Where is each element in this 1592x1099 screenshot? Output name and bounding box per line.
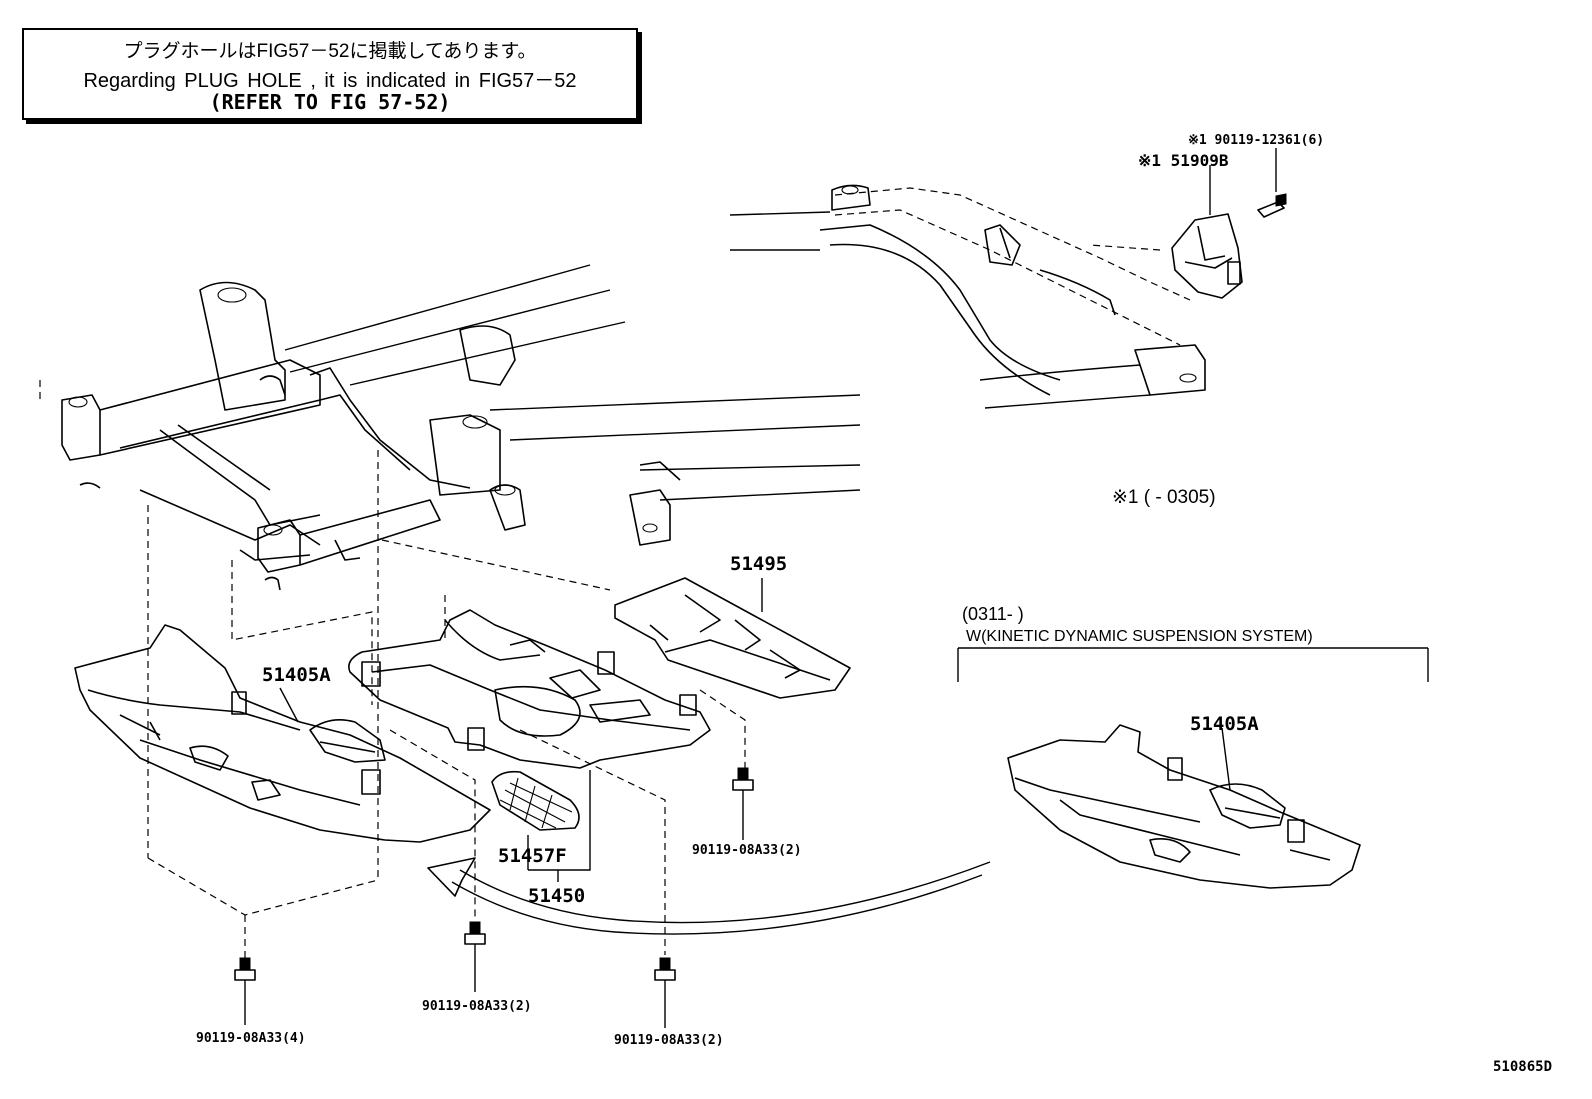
left-main-frame	[61, 264, 861, 591]
variant-range: (0311- )	[962, 604, 1024, 624]
part-51450	[348, 609, 711, 882]
bolts	[234, 767, 754, 1028]
bolt-center	[464, 921, 486, 992]
bolt-bottom-right	[654, 957, 676, 1028]
bolt-left	[234, 957, 256, 1025]
bracket-51909B	[1171, 148, 1287, 299]
label-90119-12361: ※1 90119-12361(6)	[1188, 133, 1324, 148]
label-51405A-left: 51405A	[262, 664, 331, 686]
label-51495: 51495	[730, 553, 787, 575]
variant-description: W(KINETIC DYNAMIC SUSPENSION SYSTEM)	[966, 628, 1313, 645]
label-51457F: 51457F	[498, 845, 567, 867]
upper-right-frame	[729, 184, 1206, 409]
figure-id: 510865D	[1493, 1059, 1552, 1075]
label-bolt-bottom-right: 90119-08A33(2)	[614, 1033, 724, 1048]
part-51405A-left	[74, 624, 491, 843]
note-line-japanese: プラグホールはFIG57－52に掲載してあります。	[123, 41, 537, 62]
part-51495	[614, 577, 851, 699]
bolt-mid-right	[732, 767, 754, 840]
label-bolt-left: 90119-08A33(4)	[196, 1031, 306, 1046]
range-note: ※1 ( - 0305)	[1112, 487, 1216, 508]
part-51457F	[491, 770, 580, 831]
label-51909B: ※1 51909B	[1138, 151, 1229, 170]
label-51405A-right: 51405A	[1190, 713, 1259, 735]
label-bolt-mid-right: 90119-08A33(2)	[692, 843, 802, 858]
label-51450: 51450	[528, 885, 585, 907]
label-bolt-center: 90119-08A33(2)	[422, 999, 532, 1014]
projection-lines	[39, 380, 746, 960]
note-line-refer: (REFER TO FIG 57-52)	[209, 90, 451, 114]
curved-arrow	[427, 857, 991, 935]
note-box: プラグホールはFIG57－52に掲載してあります。 Regarding PLUG…	[22, 28, 638, 120]
note-line-english: Regarding PLUG HOLE , it is indicated in…	[83, 70, 577, 92]
variant-bracket	[957, 647, 1429, 682]
part-51405A-right	[1007, 724, 1361, 889]
